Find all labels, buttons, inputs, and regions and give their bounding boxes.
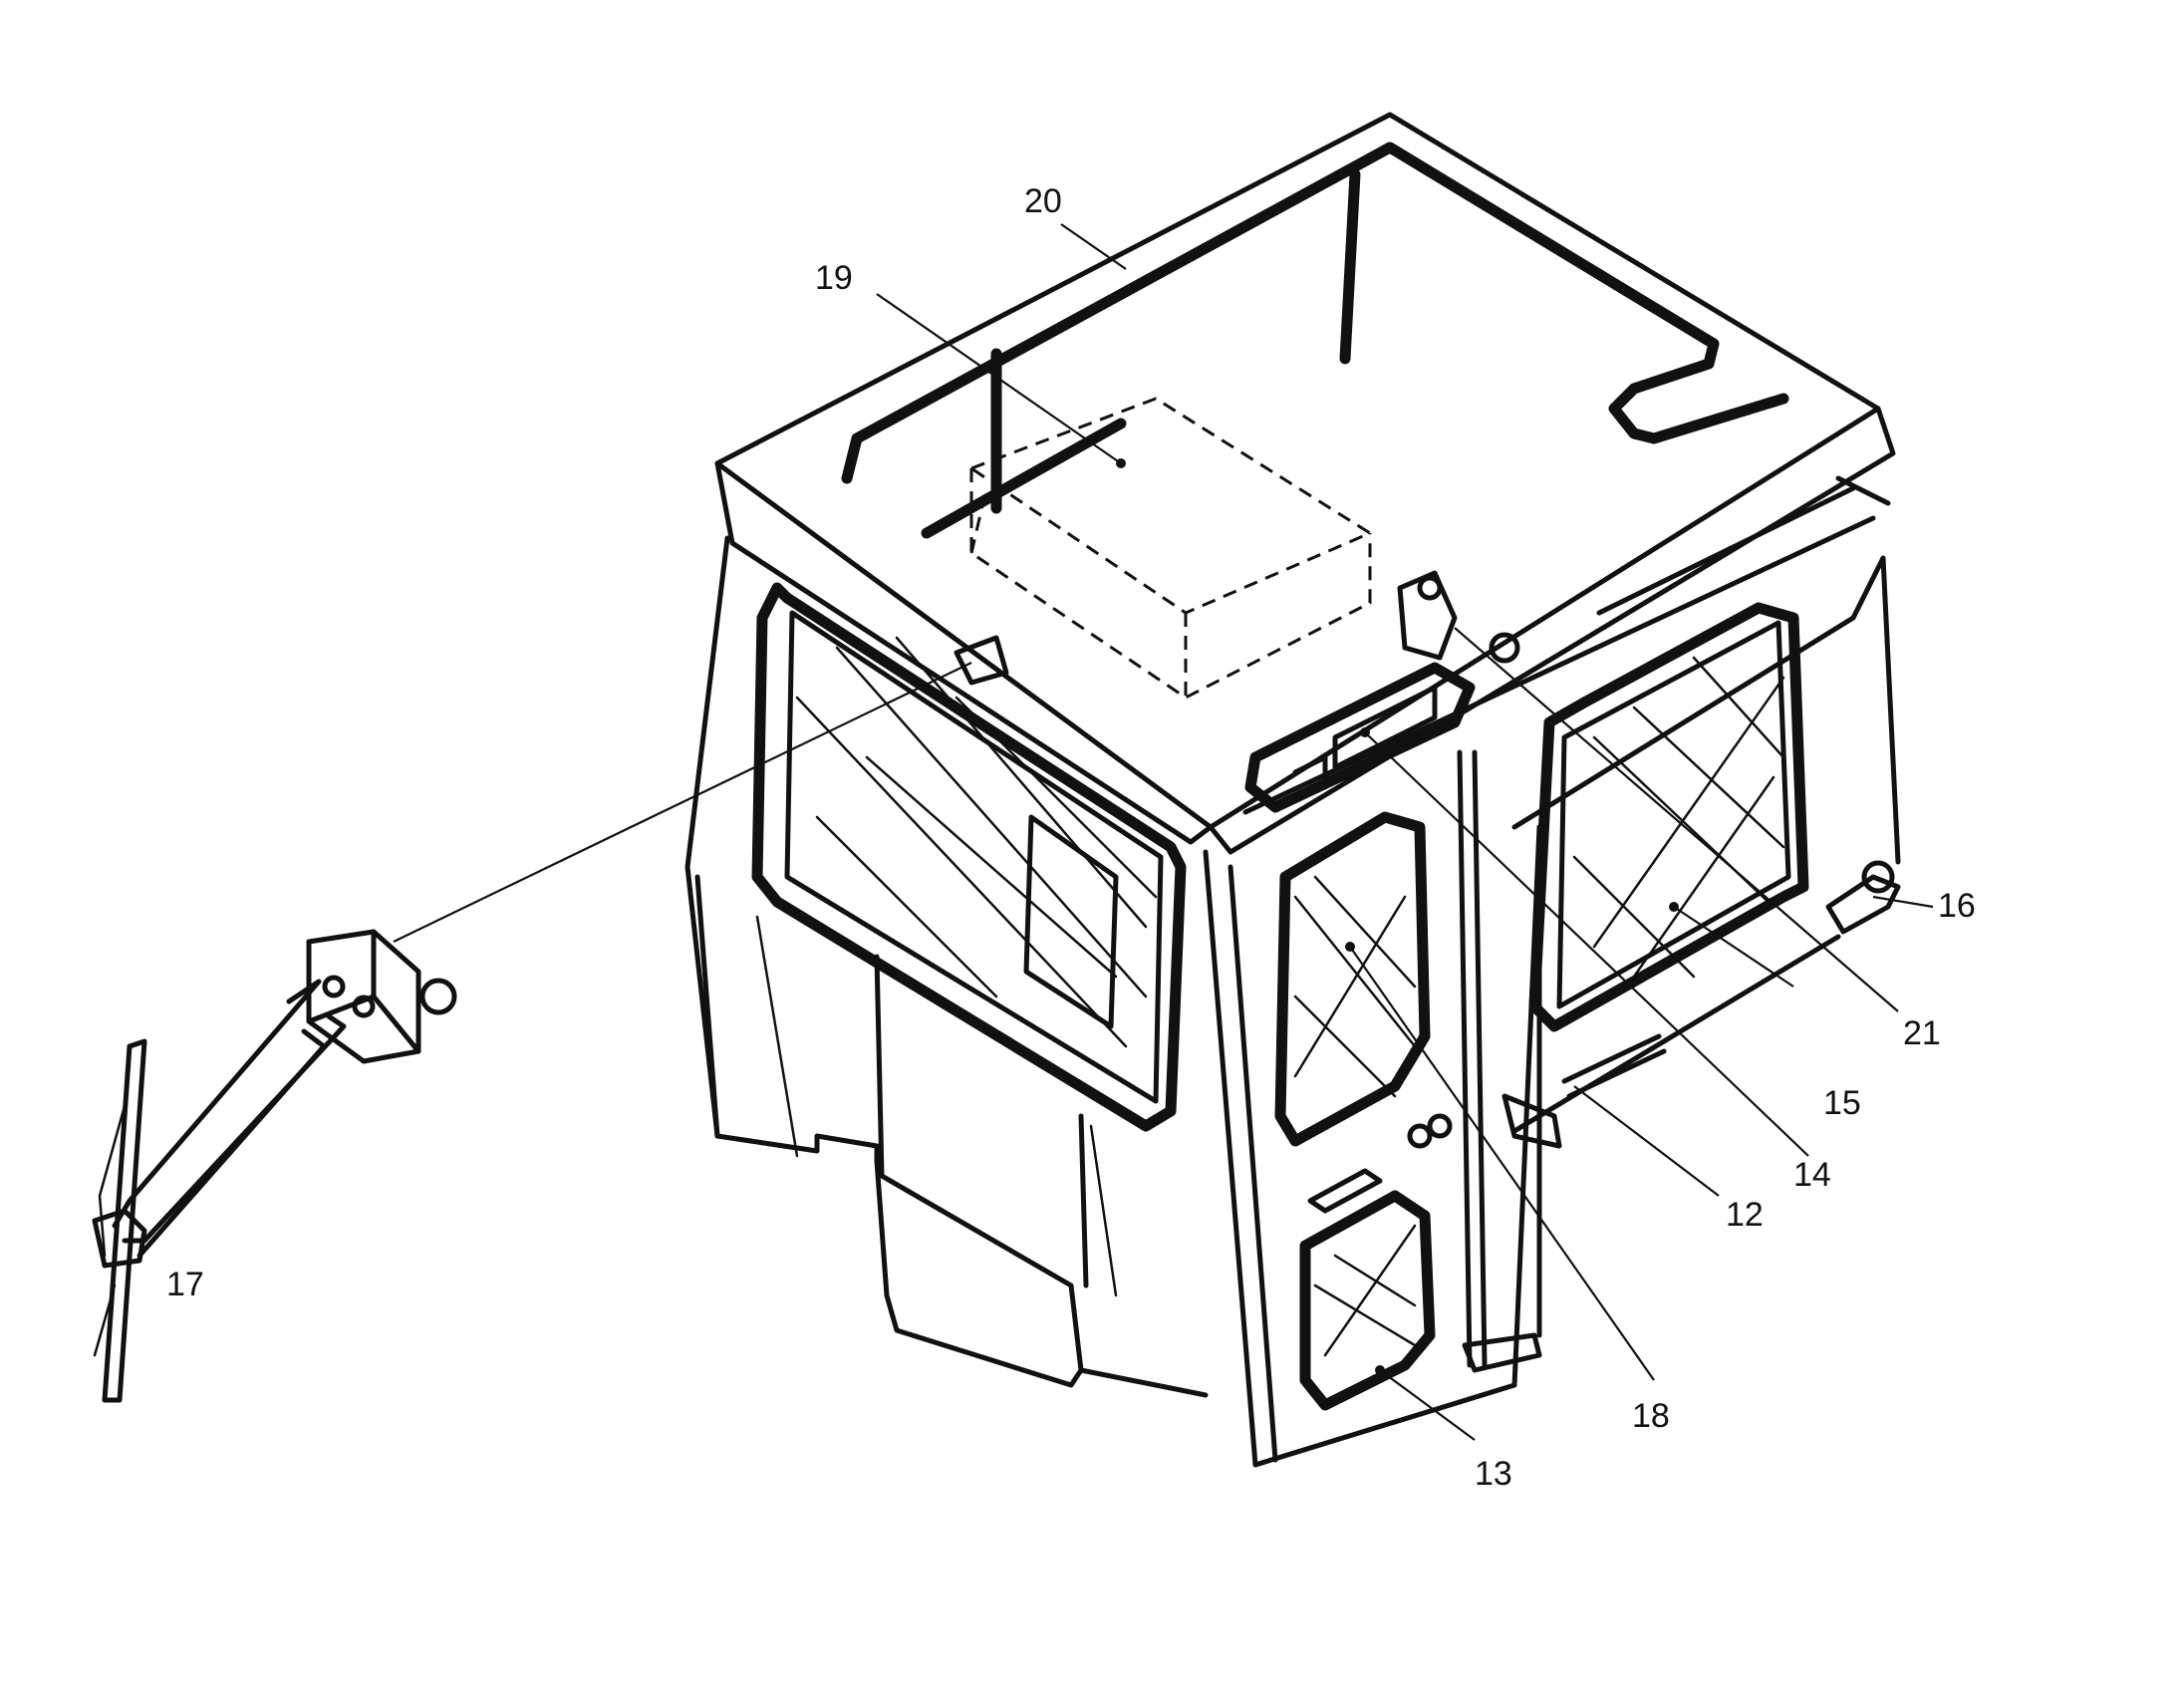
callout-labels: 20 19 16 21 15 14 12 18 13 17 — [166, 182, 1976, 1493]
cab-front-left — [684, 535, 1209, 1398]
wiper-mount-plate — [954, 635, 1009, 686]
callout-12: 12 — [1726, 1196, 1764, 1234]
callout-13: 13 — [1475, 1455, 1512, 1493]
callout-21: 21 — [1903, 1014, 1941, 1052]
cab-side — [1203, 662, 1542, 1468]
callout-18: 18 — [1632, 1397, 1670, 1435]
leader-lines — [876, 223, 1934, 1441]
wiper-assembly — [92, 929, 457, 1403]
cab-roof — [714, 112, 1896, 855]
callout-20: 20 — [1024, 182, 1062, 220]
callout-16: 16 — [1938, 887, 1976, 925]
callout-15: 15 — [1823, 1084, 1861, 1122]
roof-unit-outline — [967, 397, 1374, 700]
callout-19: 19 — [815, 259, 853, 297]
cab-right-side — [1502, 555, 1901, 1338]
callout-14: 14 — [1793, 1156, 1831, 1194]
callout-17: 17 — [166, 1266, 204, 1303]
fittings — [1397, 570, 1895, 894]
wiper-mount-line — [393, 662, 972, 943]
